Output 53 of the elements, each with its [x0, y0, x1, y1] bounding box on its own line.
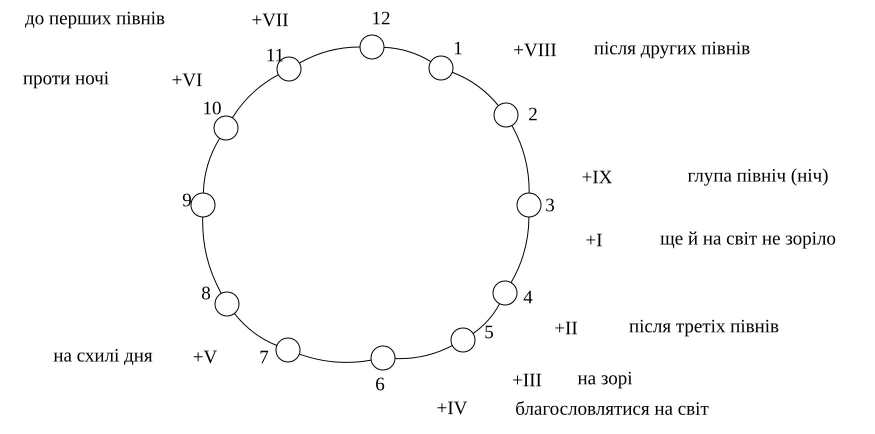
ring-arc: [384, 46, 432, 62]
hour-number: 5: [485, 326, 493, 338]
ring-arc: [472, 303, 500, 334]
annotation: +IV: [438, 402, 468, 414]
hour-circle: [276, 338, 300, 362]
hour-number: 3: [546, 198, 554, 212]
hour-number: 11: [268, 48, 284, 62]
annotation: після других півнів: [594, 42, 750, 58]
hour-circle: [494, 102, 518, 128]
annotation: до перших півнів: [25, 12, 164, 28]
annotation: +VII: [252, 14, 288, 26]
annotation: +II: [555, 322, 578, 334]
ring-arc: [234, 312, 278, 346]
hour-number: 12: [373, 12, 390, 24]
ring-arc: [510, 216, 530, 284]
annotation: +IX: [582, 170, 612, 184]
hour-circle: [360, 34, 384, 60]
ring-arc: [511, 124, 530, 194]
hour-circle: [370, 346, 396, 370]
ring-arc: [452, 72, 499, 106]
ring-arc: [298, 354, 372, 363]
ring-arc: [202, 216, 222, 294]
hour-number: 8: [202, 286, 210, 300]
ring-arc: [298, 46, 360, 64]
ring-arc: [232, 74, 279, 118]
hour-number: 6: [376, 378, 384, 390]
hour-number: 1: [454, 42, 462, 54]
annotation: +VIII: [514, 44, 556, 56]
hour-circle: [214, 116, 238, 140]
hour-number: 9: [182, 194, 191, 206]
annotation: +I: [586, 234, 602, 246]
annotation: +VI: [172, 74, 202, 86]
hour-number: 4: [524, 290, 532, 304]
annotation: глупа північ (ніч): [688, 168, 828, 186]
ring-arc: [202, 138, 220, 194]
annotation: +V: [194, 350, 217, 364]
annotation: після третіх півнів: [629, 320, 778, 336]
hour-circle: [516, 192, 542, 218]
hour-circle: [190, 192, 216, 218]
hour-number: 10: [204, 102, 221, 114]
hour-circle: [214, 292, 240, 316]
hour-circle: [428, 56, 454, 80]
annotation: +III: [513, 374, 542, 386]
ring-arc: [394, 345, 453, 360]
annotation: на зорі: [578, 372, 632, 388]
hour-number: 2: [529, 108, 537, 120]
annotation: на схилі дня: [54, 348, 152, 366]
annotation: ще й на світ не зоріло: [660, 231, 836, 249]
hour-circle: [450, 328, 476, 352]
hour-circle: [492, 280, 518, 306]
hour-number: 7: [260, 350, 268, 364]
annotation: благословлятися на світ: [516, 401, 708, 415]
annotation: проти ночі: [23, 72, 109, 88]
